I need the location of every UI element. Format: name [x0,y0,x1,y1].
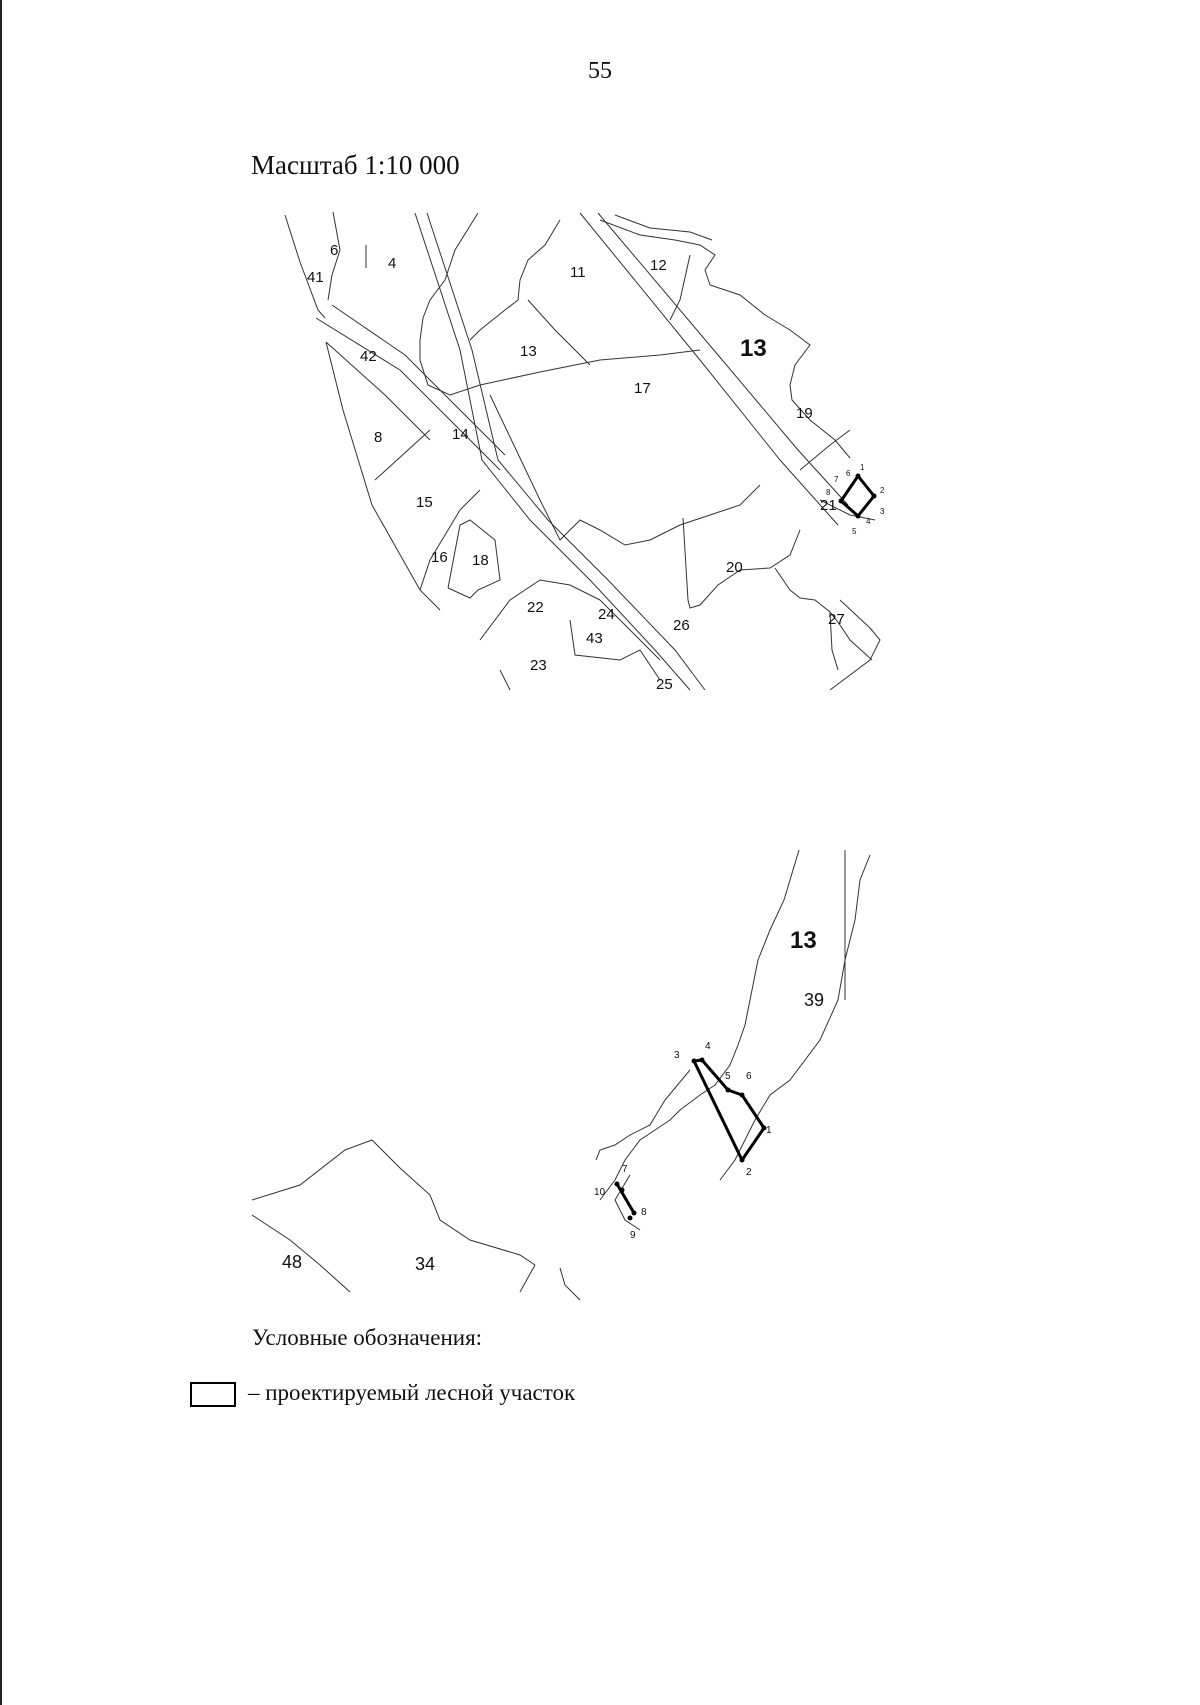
vertex-label-4: 4 [866,517,871,526]
parcel-label-15: 15 [416,494,433,511]
vertex-label-b3: 3 [674,1050,680,1061]
vertex-label-b10: 10 [594,1187,606,1198]
vertex-label-6: 6 [846,469,851,478]
top-map-labels: 6 41 4 11 12 13 13 42 17 19 8 14 15 21 1… [307,242,845,693]
bottom-map-lines [251,849,871,1301]
parcel-label-8: 8 [374,429,382,446]
parcel-label-6: 6 [330,242,338,259]
parcel-label-20: 20 [726,559,743,576]
vertex-label-2: 2 [880,486,885,495]
parcel-label-42: 42 [360,348,377,365]
parcel-label-48: 48 [282,1252,302,1272]
vertex-label-b8: 8 [641,1207,647,1218]
parcel-label-24: 24 [598,606,615,623]
parcel-label-43: 43 [586,630,603,647]
legend-item-text: – проектируемый лесной участок [248,1380,576,1405]
vertex-label-b9: 9 [630,1230,636,1241]
projected-plot-bottom: 1 2 3 4 5 6 7 8 9 10 [594,1041,772,1241]
vertex-label-7: 7 [834,475,839,484]
top-map-lines [284,211,881,691]
quarter-label-13-top: 13 [740,335,767,362]
parcel-label-23: 23 [530,657,547,674]
parcel-label-16: 16 [431,549,448,566]
parcel-label-17: 17 [634,380,651,397]
parcel-label-18: 18 [472,552,489,569]
vertex-label-8: 8 [826,488,831,497]
projected-plot-top: 1 2 3 4 5 6 7 8 [826,463,885,536]
parcel-label-25: 25 [656,676,673,693]
parcel-label-34: 34 [415,1254,435,1274]
vertex-label-1: 1 [860,463,865,472]
vertex-label-5: 5 [852,527,857,536]
parcel-label-12: 12 [650,257,667,274]
vertex-label-b1: 1 [766,1125,772,1136]
parcel-label-27: 27 [828,611,845,628]
vertex-label-b2: 2 [746,1167,752,1178]
quarter-label-13-bottom: 13 [790,927,817,954]
parcel-label-21: 21 [820,497,837,514]
page-number: 55 [588,58,612,84]
legend-symbol-box [190,1382,236,1407]
legend-title: Условные обозначения: [252,1325,483,1350]
parcel-label-39: 39 [804,990,824,1010]
vertex-label-3: 3 [880,507,885,516]
parcel-label-19: 19 [796,405,813,422]
vertex-label-b6: 6 [746,1071,752,1082]
parcel-label-4: 4 [388,255,396,272]
parcel-label-22: 22 [527,599,544,616]
scale-label: Масштаб 1:10 000 [251,150,460,180]
parcel-label-13a: 13 [520,343,537,360]
parcel-label-26: 26 [673,617,690,634]
vertex-label-b5: 5 [725,1071,731,1082]
parcel-label-11: 11 [570,264,586,281]
parcel-label-41: 41 [307,269,324,286]
parcel-label-14: 14 [452,426,469,443]
page-edge [0,0,2,1705]
vertex-label-b7: 7 [622,1164,628,1175]
bottom-map-labels: 13 39 48 34 [282,927,824,1274]
vertex-label-b4: 4 [705,1041,711,1052]
